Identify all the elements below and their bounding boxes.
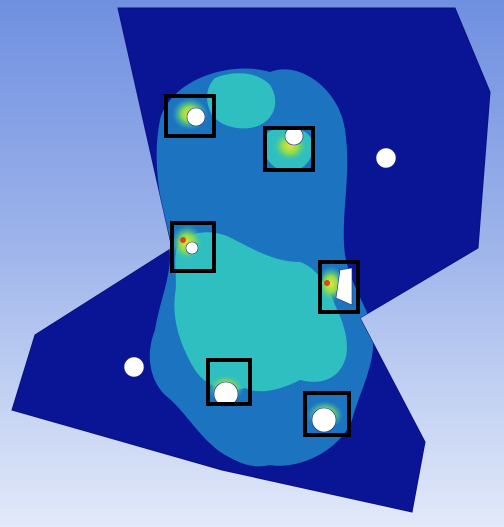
contour-mid-top bbox=[207, 73, 276, 129]
highlight-box bbox=[263, 126, 315, 172]
highlight-box bbox=[303, 391, 351, 437]
hole bbox=[123, 356, 145, 378]
contour-mid bbox=[174, 232, 347, 392]
hole bbox=[375, 147, 397, 169]
highlight-boxes bbox=[164, 94, 360, 437]
hole bbox=[185, 241, 199, 255]
highlight-box bbox=[318, 260, 360, 314]
highlight-box bbox=[170, 221, 216, 273]
hole bbox=[311, 407, 337, 433]
highlight-box bbox=[164, 94, 216, 138]
hole bbox=[335, 267, 353, 306]
highlight-box bbox=[206, 358, 252, 406]
hole bbox=[186, 107, 206, 127]
